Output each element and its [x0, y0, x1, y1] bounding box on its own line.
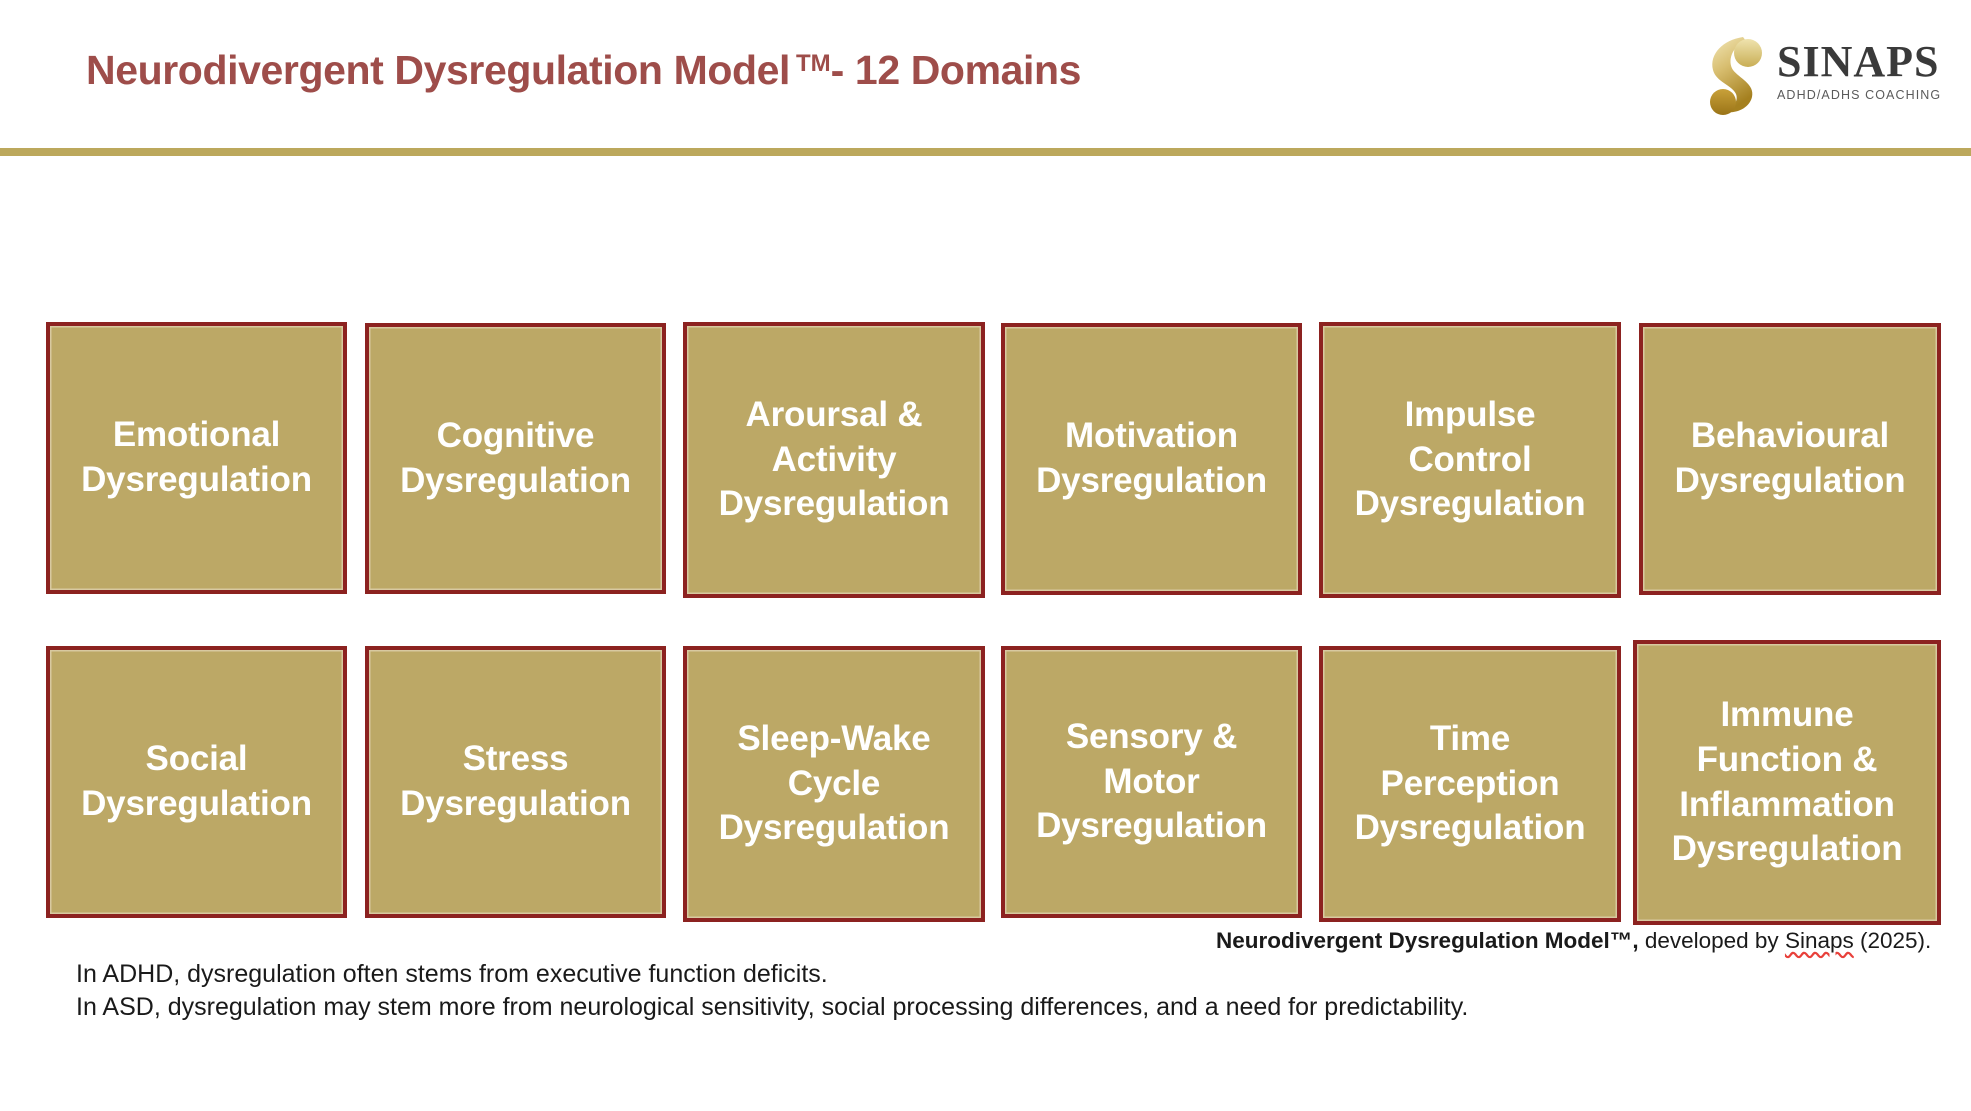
header-divider	[0, 148, 1971, 156]
domain-label: Time Perception Dysregulation	[1354, 718, 1586, 848]
page-title-suffix: - 12 Domains	[830, 47, 1082, 93]
note-line-asd: In ASD, dysregulation may stem more from…	[76, 993, 1469, 1021]
domain-box-time-perception[interactable]: Time Perception Dysregulation	[1319, 646, 1621, 922]
domain-label: Immune Function & Inflammation Dysregula…	[1671, 694, 1903, 869]
sinaps-wordmark: SINAPS ADHD/ADHS COACHING	[1777, 37, 1942, 103]
domain-label: Aroursal & Activity Dysregulation	[718, 394, 950, 524]
domain-box-cognitive[interactable]: Cognitive Dysregulation	[365, 323, 666, 594]
domain-box-arousal-activity[interactable]: Aroursal & Activity Dysregulation	[683, 322, 985, 598]
domain-box-emotional[interactable]: Emotional Dysregulation	[46, 322, 347, 594]
domain-label: Stress Dysregulation	[400, 739, 631, 823]
domain-box-impulse-control[interactable]: Impulse Control Dysregulation	[1319, 322, 1621, 598]
domain-label: Behavioural Dysregulation	[1674, 416, 1906, 500]
attribution-developed-by: developed by	[1638, 928, 1785, 953]
trademark-superscript: TM	[796, 50, 831, 77]
domain-label: Social Dysregulation	[81, 739, 312, 823]
domain-box-motivation[interactable]: Motivation Dysregulation	[1001, 323, 1302, 595]
attribution-company: Sinaps	[1784, 928, 1854, 953]
notes-block: In ADHD, dysregulation often stems from …	[76, 958, 1468, 1024]
domain-label: Motivation Dysregulation	[1036, 416, 1267, 500]
domain-box-behavioural[interactable]: Behavioural Dysregulation	[1639, 323, 1941, 595]
domain-box-social[interactable]: Social Dysregulation	[46, 646, 347, 918]
domain-row-1: Emotional Dysregulation Cognitive Dysreg…	[46, 322, 1941, 600]
attribution-line: Neurodivergent Dysregulation Model™, dev…	[1216, 928, 1931, 954]
domain-row-2: Social Dysregulation Stress Dysregulatio…	[46, 640, 1941, 925]
domain-box-stress[interactable]: Stress Dysregulation	[365, 646, 666, 918]
domain-label: Cognitive Dysregulation	[400, 415, 631, 500]
note-line-adhd: In ADHD, dysregulation often stems from …	[76, 960, 828, 988]
domain-label: Sleep-Wake Cycle Dysregulation	[718, 718, 950, 848]
sinaps-figure-mark-icon	[1710, 37, 1762, 115]
domain-label: Sensory & Motor Dysregulation	[1036, 716, 1267, 846]
attribution-model-name: Neurodivergent Dysregulation Model™	[1216, 928, 1633, 953]
attribution-year: (2025).	[1853, 928, 1932, 953]
page-title-main: Neurodivergent Dysregulation Model	[86, 47, 791, 93]
domain-label: Impulse Control Dysregulation	[1354, 394, 1586, 524]
sinaps-name: SINAPS	[1777, 37, 1940, 86]
attribution-separator: ,	[1632, 928, 1639, 953]
domain-box-sleep-wake-cycle[interactable]: Sleep-Wake Cycle Dysregulation	[683, 646, 985, 922]
domain-label: Emotional Dysregulation	[81, 415, 312, 499]
sinaps-tagline: ADHD/ADHS COACHING	[1777, 88, 1942, 102]
domain-box-immune-function-inflammation[interactable]: Immune Function & Inflammation Dysregula…	[1633, 640, 1941, 925]
domain-box-sensory-motor[interactable]: Sensory & Motor Dysregulation	[1001, 646, 1302, 918]
sinaps-logo: SINAPS ADHD/ADHS COACHING	[1699, 26, 1942, 118]
